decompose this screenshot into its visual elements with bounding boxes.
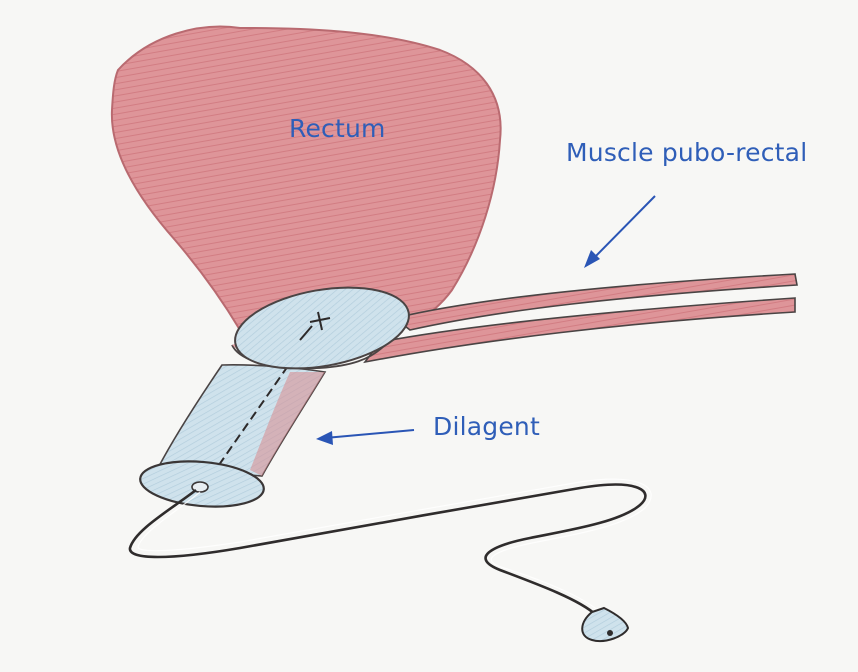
inflation-bulb: [582, 608, 628, 641]
label-dilagent: Dilagent: [433, 414, 540, 439]
rectum-shape: [112, 27, 501, 335]
bulb-tip: [607, 630, 613, 636]
label-rectum: Rectum: [289, 116, 386, 141]
arrow-dilagent-head: [316, 431, 333, 445]
label-muscle-pubo-rectal: Muscle pubo-rectal: [566, 140, 807, 165]
arrow-muscle-head: [584, 250, 600, 268]
arrow-muscle: [590, 196, 655, 262]
arrow-dilagent: [325, 430, 414, 438]
